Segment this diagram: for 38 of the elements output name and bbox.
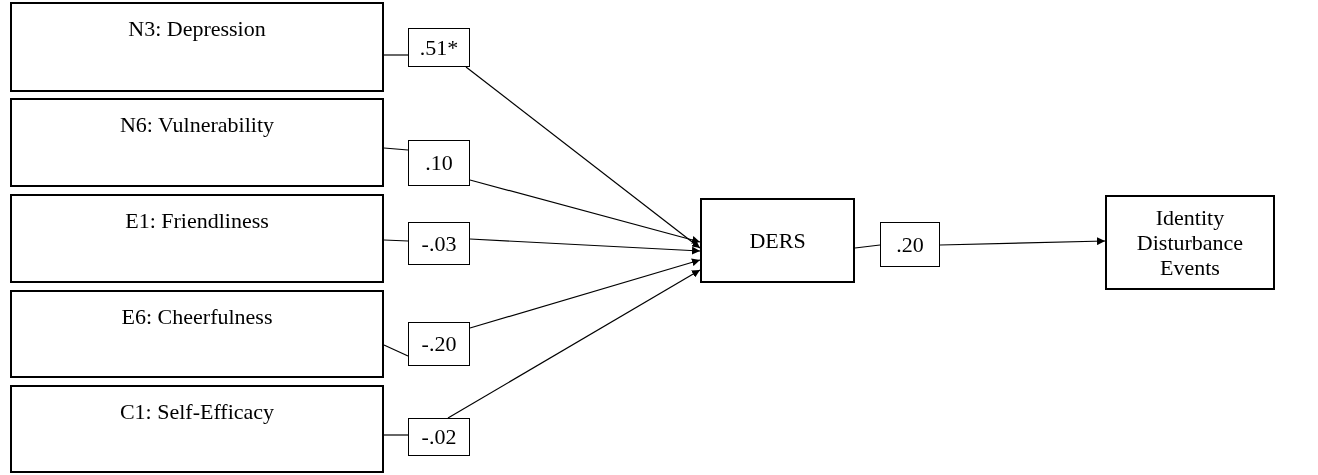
- box-label: Identity Disturbance Events: [1135, 204, 1245, 281]
- arrow: [469, 238, 701, 255]
- box-label: -.03: [421, 230, 457, 257]
- variable-box: [1105, 195, 1275, 290]
- arrow: [939, 237, 1106, 246]
- coefficient-box: [408, 322, 470, 366]
- arrow: [469, 258, 701, 329]
- coefficient-box: [408, 28, 470, 67]
- connector-line: [383, 54, 409, 56]
- box-label: -.02: [421, 424, 457, 450]
- coefficient-box: [408, 222, 470, 265]
- box-label: -.20: [421, 331, 457, 357]
- variable-box: [10, 290, 384, 378]
- box-label: .20: [896, 231, 924, 258]
- arrow: [447, 269, 701, 419]
- coefficient-box: [408, 418, 470, 456]
- variable-box: [10, 98, 384, 187]
- box-label: DERS: [749, 227, 806, 254]
- arrow: [469, 179, 701, 244]
- variable-box: [10, 385, 384, 473]
- variable-box: [700, 198, 855, 283]
- box-label: E6: Cheerfulness: [121, 304, 273, 330]
- coefficient-box: [408, 140, 470, 186]
- box-label: .51*: [419, 34, 459, 61]
- connector-line: [383, 344, 409, 357]
- box-label: C1: Self-Efficacy: [119, 399, 275, 425]
- connector-line: [383, 147, 409, 151]
- connector-line: [854, 244, 881, 249]
- box-label: N3: Depression: [128, 16, 266, 42]
- box-label: N6: Vulnerability: [119, 112, 275, 138]
- arrow: [465, 66, 701, 249]
- variable-box: [10, 194, 384, 283]
- box-label: .10: [425, 150, 453, 176]
- box-label: E1: Friendliness: [125, 208, 269, 234]
- connector-line: [383, 434, 409, 436]
- connector-line: [383, 239, 409, 242]
- coefficient-box: [880, 222, 940, 267]
- variable-box: [10, 2, 384, 92]
